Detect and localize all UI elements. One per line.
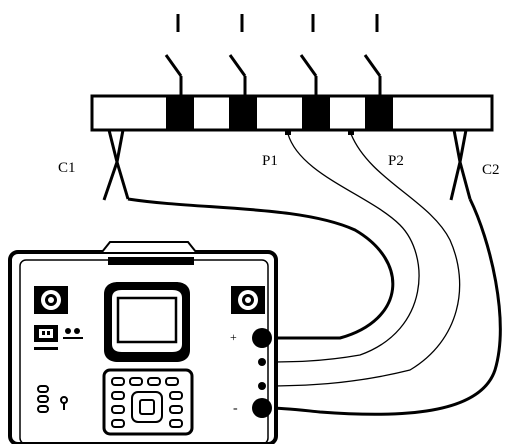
electrode-block-2: [229, 96, 257, 130]
ground-bar: [90, 94, 494, 132]
p2-contact: [348, 130, 354, 135]
switch-4: [363, 14, 382, 96]
electrode-block-1: [166, 96, 194, 130]
lead-p1: [261, 133, 420, 363]
switch-2: [228, 14, 247, 96]
handle-slot: [108, 257, 194, 265]
handle: [101, 241, 197, 253]
screen-icon: [104, 282, 190, 362]
lead-c1: [127, 197, 395, 340]
terminal-icon: [252, 398, 272, 418]
outlet-icon: [34, 325, 83, 350]
switch-1: [164, 14, 183, 96]
label-p1: P1: [262, 153, 278, 169]
label-c2: C2: [482, 162, 500, 178]
electrode-block-4: [365, 96, 393, 130]
lead-p2: [261, 133, 461, 387]
label-p2: P2: [388, 153, 404, 169]
earth-tester: + -: [8, 241, 278, 444]
knob-icon: [231, 286, 265, 314]
terminal-icon: [258, 382, 266, 390]
switch-3: [299, 14, 318, 96]
label-minus: -: [233, 401, 238, 416]
c2-clip: [449, 129, 472, 201]
label-plus: +: [230, 330, 237, 344]
p1-contact: [285, 130, 291, 135]
electrode-block-3: [302, 96, 330, 130]
terminal-icon: [258, 358, 266, 366]
lead-c2: [265, 198, 502, 416]
indicator-icon: [37, 385, 68, 413]
keypad-icon: [102, 368, 194, 436]
c1-clip: [102, 129, 130, 201]
terminal-icon: [252, 328, 272, 348]
label-c1: C1: [58, 160, 76, 176]
knob-icon: [34, 286, 68, 314]
